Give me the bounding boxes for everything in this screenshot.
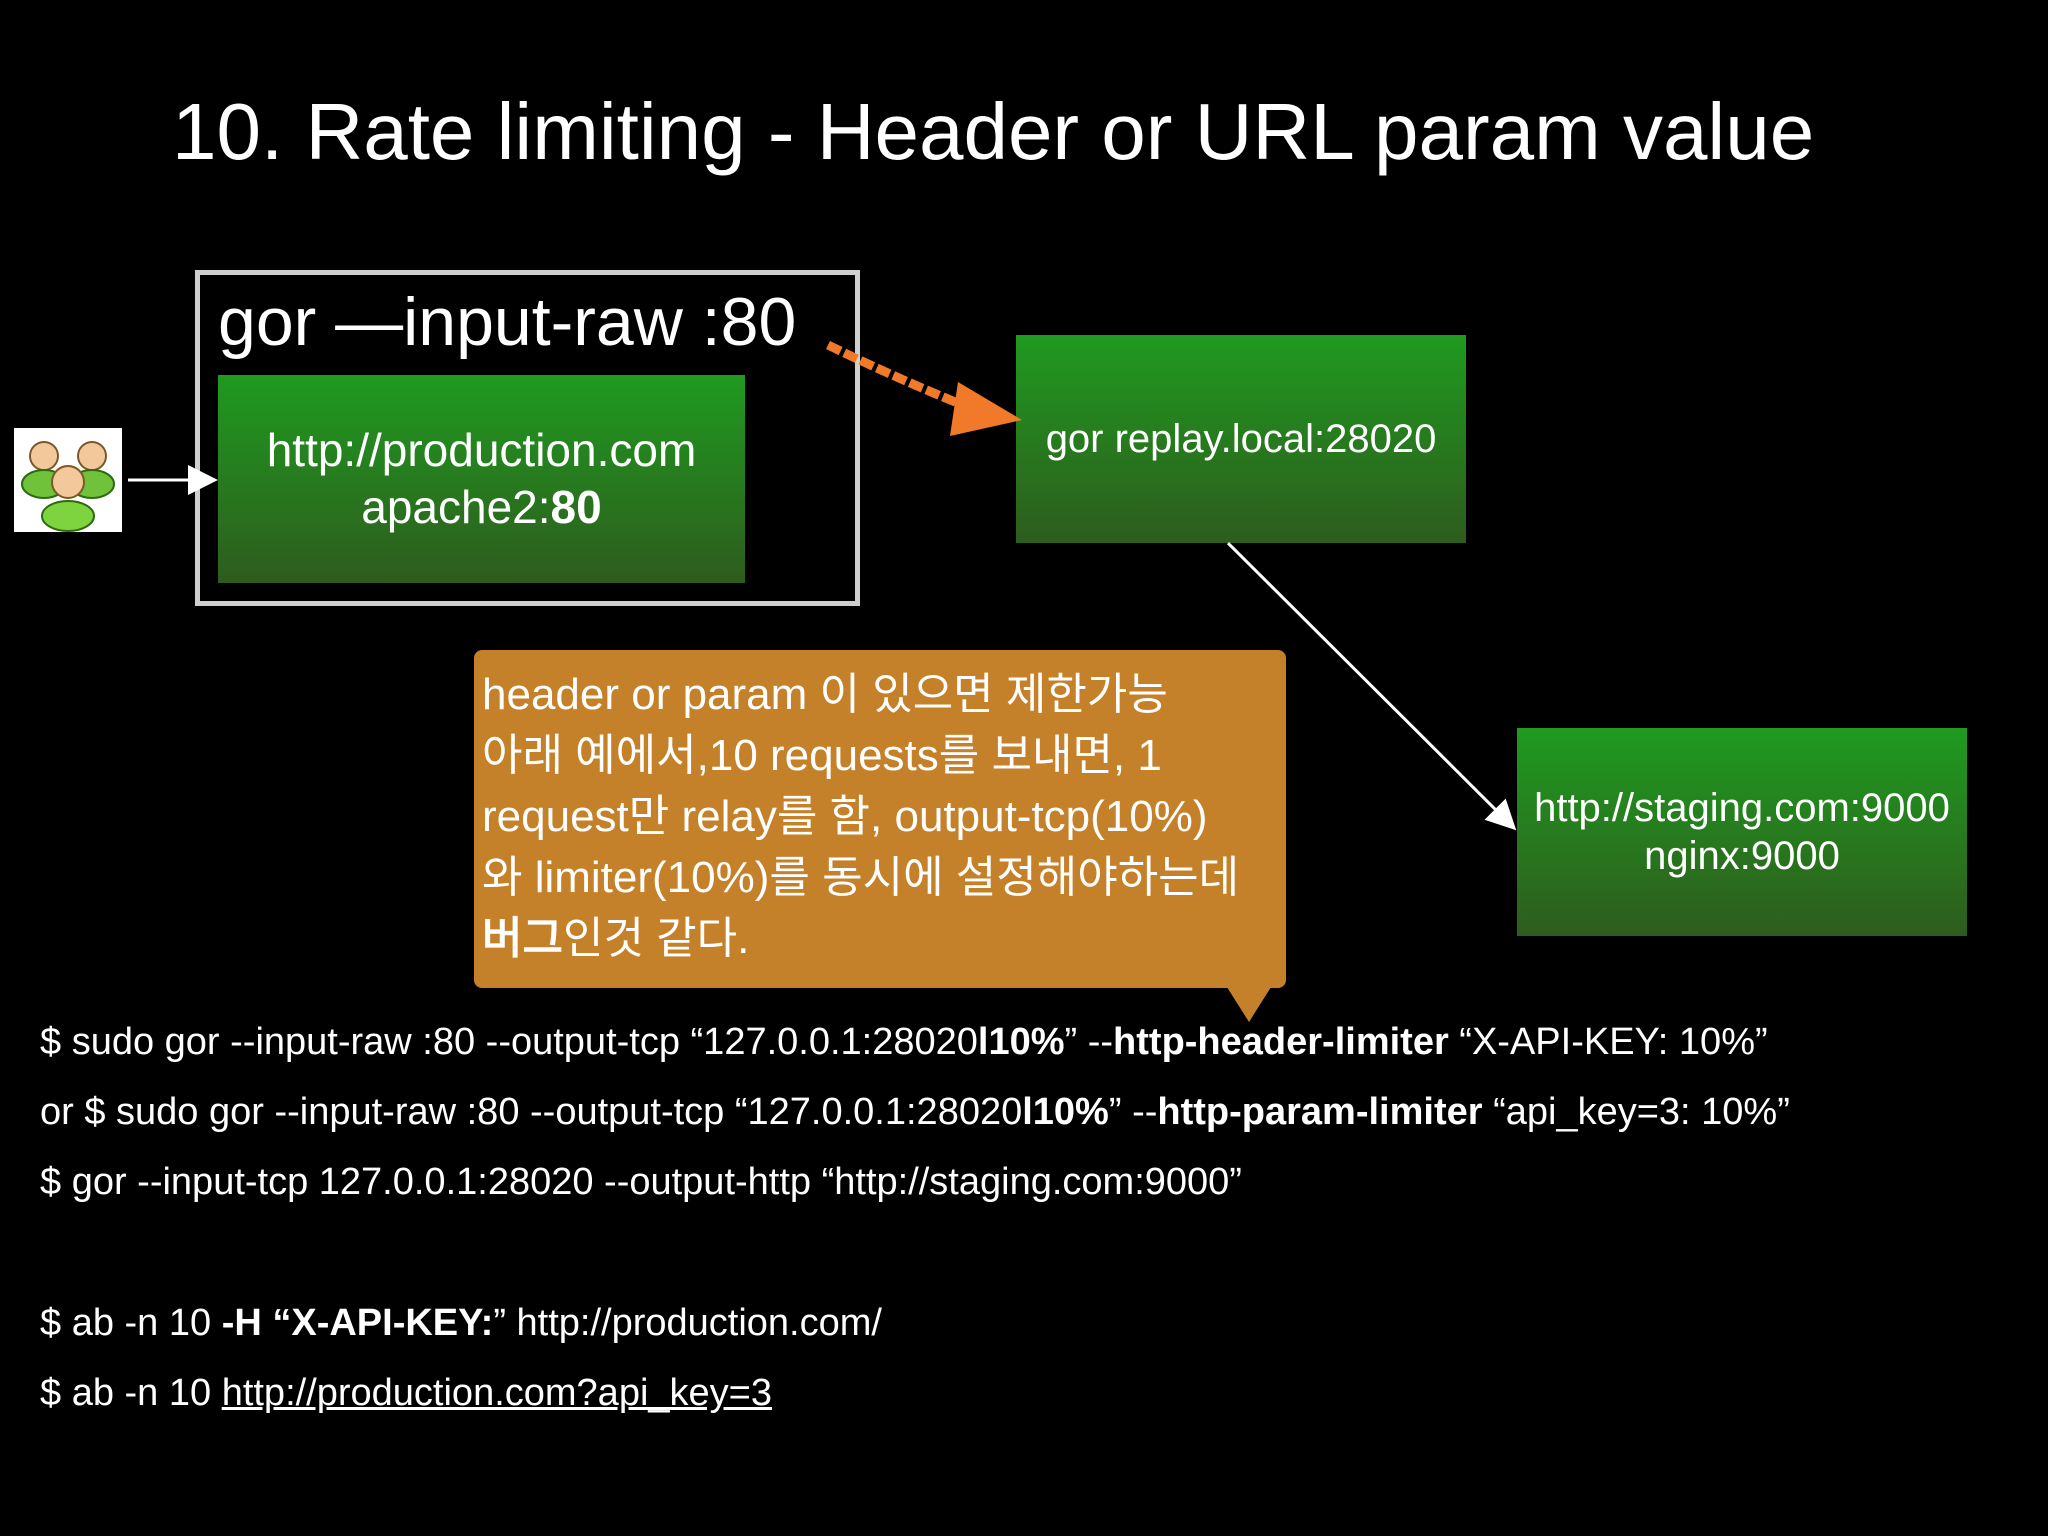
cmd2-part-b: l10% xyxy=(1022,1091,1109,1133)
replay-label: gor replay.local:28020 xyxy=(1045,416,1437,461)
note-callout-tail xyxy=(1225,984,1273,1022)
cmd1-flag: http-header-limiter xyxy=(1113,1021,1449,1063)
cmd5-link[interactable]: http://production.com?api_key=3 xyxy=(221,1372,772,1414)
gor-input-label: gor —input-raw :80 xyxy=(218,284,797,360)
note-callout xyxy=(474,650,1286,988)
production-port-line: apache2:80 xyxy=(361,479,601,537)
command-line-5: $ ab -n 10 http://production.com?api_key… xyxy=(40,1374,772,1412)
command-line-3: $ gor --input-tcp 127.0.0.1:28020 --outp… xyxy=(40,1161,1242,1203)
cmd2-part-c: ” -- xyxy=(1108,1091,1158,1133)
cmd5-part-a: $ ab -n 10 xyxy=(40,1372,222,1414)
cmd2-part-a: or $ sudo gor --input-raw :80 --output-t… xyxy=(40,1091,1023,1133)
note-line-5: 버그인것 같다. xyxy=(482,908,1282,969)
replay-to-staging-arrow xyxy=(1226,541,1517,831)
production-server-box: http://production.com apache2:80 xyxy=(218,375,745,583)
command-line-4: $ ab -n 10 -H “X-API-KEY:” http://produc… xyxy=(40,1304,882,1342)
note-line-3: request만 relay를 함, output-tcp(10%) xyxy=(482,792,1208,841)
note-line-2: 아래 예에서,10 requests를 보내면, 1 xyxy=(482,731,1162,780)
note-line-5-rest: 인것 같다. xyxy=(562,914,750,963)
cmd1-part-e: “X-API-KEY: 10%” xyxy=(1448,1021,1768,1063)
cmd1-part-a: $ sudo gor --input-raw :80 --output-tcp … xyxy=(40,1021,978,1063)
staging-server-box: http://staging.com:9000 nginx:9000 xyxy=(1517,728,1967,936)
command-line-1: $ sudo gor --input-raw :80 --output-tcp … xyxy=(40,1023,1768,1061)
gor-input-frame xyxy=(195,270,860,606)
cmd2-flag: http-param-limiter xyxy=(1157,1091,1483,1133)
production-server-name: apache2: xyxy=(361,481,551,533)
slide-title: 10. Rate limiting - Header or URL param … xyxy=(172,87,1815,176)
note-callout-text: header or param 이 있으면 제한가능 아래 예에서,10 req… xyxy=(482,664,1282,969)
cmd1-part-b: l10% xyxy=(977,1021,1065,1063)
staging-server-name: nginx:9000 xyxy=(1644,834,1840,878)
cmd4-part-a: $ ab -n 10 xyxy=(40,1302,222,1344)
note-bug-word: 버그 xyxy=(482,914,563,963)
staging-url: http://staging.com:9000 xyxy=(1534,786,1950,830)
production-url: http://production.com xyxy=(266,423,697,476)
cmd4-header-flag: -H “X-API-KEY: xyxy=(221,1302,494,1344)
cmd2-part-e: “api_key=3: 10%” xyxy=(1482,1091,1790,1133)
users-group-icon xyxy=(14,428,122,532)
cmd1-part-c: ” -- xyxy=(1064,1021,1114,1063)
note-line-4: 와 limiter(10%)를 동시에 설정해야하는데 xyxy=(482,853,1240,902)
replay-server-box: gor replay.local:28020 xyxy=(1016,335,1466,543)
command-line-2: or $ sudo gor --input-raw :80 --output-t… xyxy=(40,1093,1790,1131)
input-to-replay-arrow xyxy=(826,340,1022,436)
note-line-1: header or param 이 있으면 제한가능 xyxy=(482,670,1168,719)
production-port: 80 xyxy=(550,481,602,533)
cmd4-part-c: ” http://production.com/ xyxy=(493,1302,882,1344)
